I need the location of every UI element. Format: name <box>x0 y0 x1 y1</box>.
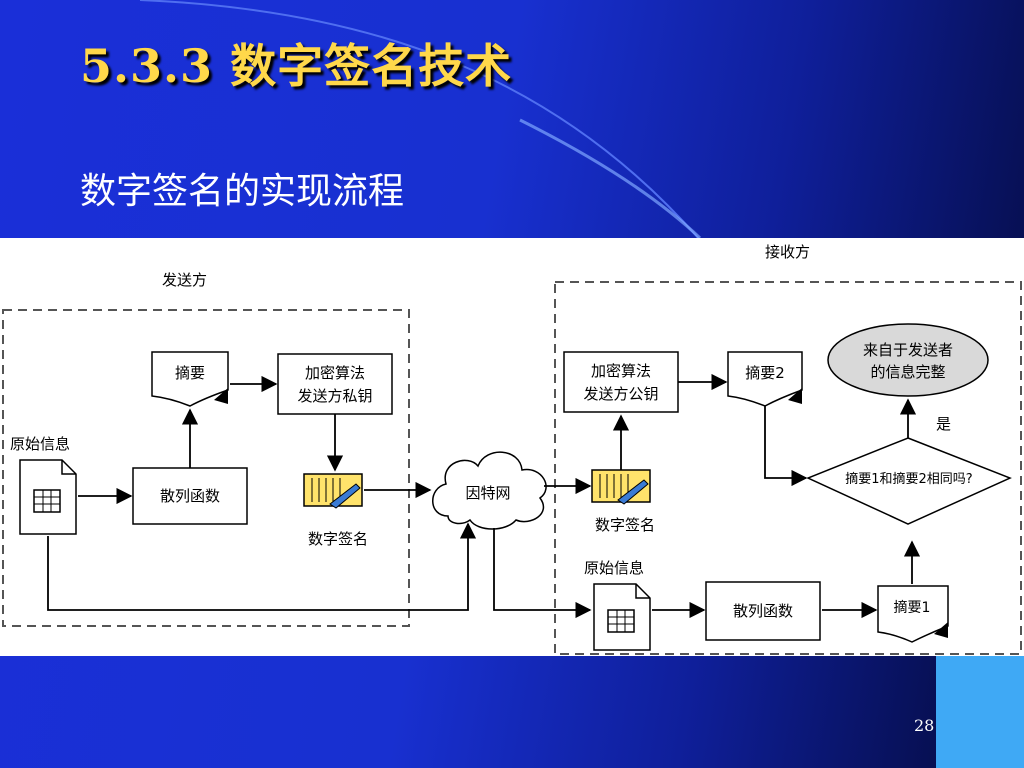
page-number: 28 <box>914 716 935 735</box>
sender-hash-function-box <box>132 467 248 525</box>
result-line1: 来自于发送者 <box>863 341 953 359</box>
sender-original-info-label: 原始信息 <box>10 435 70 453</box>
decrypt-public-key-box <box>563 351 679 413</box>
diagram-panel: 发送方 接收方 原始信息 散列函数 摘要 加密算法 发送方私钥 数字签名 <box>0 238 1024 656</box>
receiver-group-box <box>554 281 1022 655</box>
receiver-document-icon <box>593 583 651 651</box>
receiver-digital-signature-label: 数字签名 <box>595 516 655 534</box>
receiver-hash-function-label: 散列函数 <box>733 602 793 620</box>
result-ellipse <box>827 323 989 397</box>
internet-label: 因特网 <box>465 484 510 502</box>
compare-diamond <box>806 437 1012 525</box>
digest2-shape <box>727 351 803 407</box>
receiver-original-info-label: 原始信息 <box>584 559 644 577</box>
slide-subtitle: 数字签名的实现流程 <box>80 171 405 212</box>
encrypt-private-key-line2: 发送方私钥 <box>297 387 372 405</box>
compare-label: 摘要1和摘要2相同吗? <box>845 471 972 487</box>
digest1-label: 摘要1 <box>894 599 931 616</box>
yes-label: 是 <box>936 415 951 433</box>
sender-label: 发送方 <box>162 271 207 289</box>
result-line2: 的信息完整 <box>870 363 945 381</box>
decrypt-public-key-line1: 加密算法 <box>591 362 651 380</box>
encrypt-private-key-line1: 加密算法 <box>305 364 365 382</box>
accent-corner-tab <box>936 656 1024 768</box>
sender-digest-label: 摘要 <box>175 364 205 382</box>
digest2-label: 摘要2 <box>745 364 785 382</box>
sender-document-icon <box>19 459 77 535</box>
receiver-hash-function-box <box>705 581 821 641</box>
signature-flow-diagram: 发送方 接收方 原始信息 散列函数 摘要 加密算法 发送方私钥 数字签名 <box>2 243 1022 655</box>
slide-title: 5.3.3 数字签名技术 <box>80 39 513 93</box>
sender-digital-signature-icon <box>303 473 363 509</box>
sender-hash-function-label: 散列函数 <box>160 487 220 505</box>
internet-cloud <box>432 451 547 530</box>
sender-digest-shape <box>151 351 229 407</box>
receiver-digital-signature-icon <box>591 469 651 505</box>
encrypt-private-key-box <box>277 353 393 415</box>
receiver-label: 接收方 <box>765 243 810 261</box>
sender-group-box <box>2 309 410 627</box>
decrypt-public-key-line2: 发送方公钥 <box>583 385 658 403</box>
sender-digital-signature-label: 数字签名 <box>308 530 368 548</box>
